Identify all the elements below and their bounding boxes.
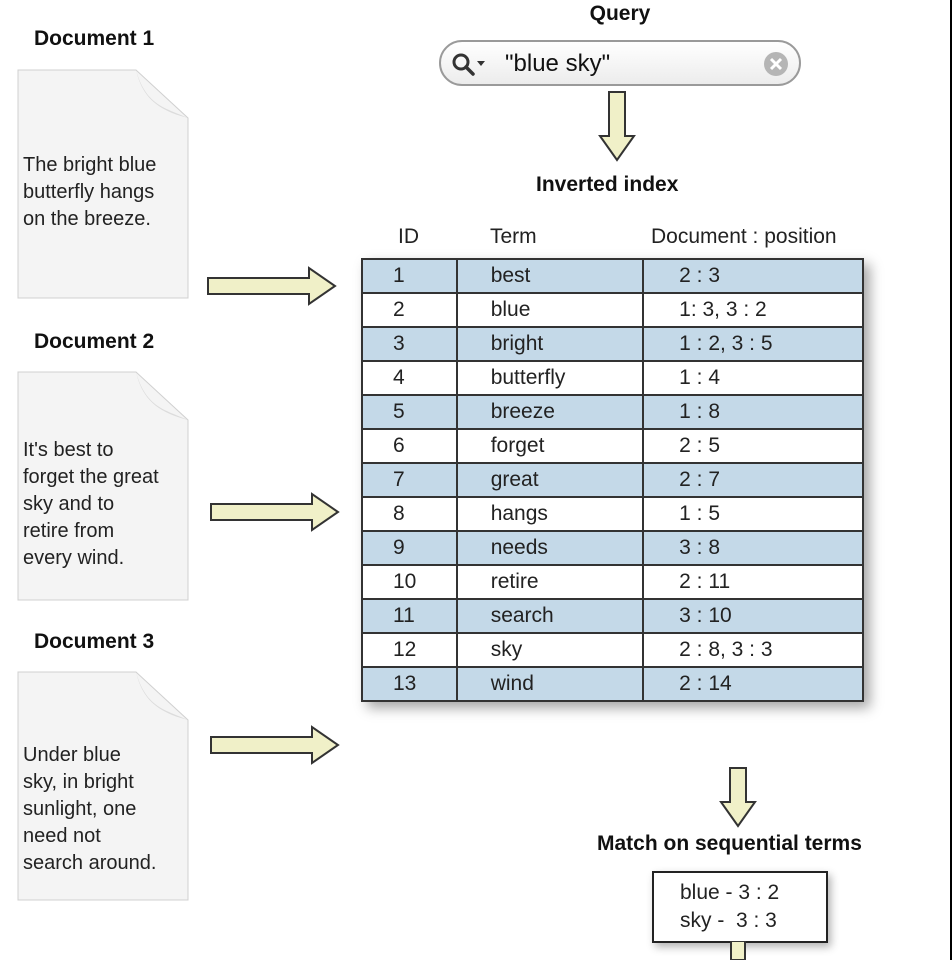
cell-doc-position: 2 : 14 (642, 666, 864, 702)
cell-term: forget (455, 428, 645, 464)
cell-doc-position: 2 : 7 (642, 462, 864, 498)
cell-id: 12 (361, 632, 458, 668)
table-row: 5 breeze 1 : 8 (361, 394, 864, 430)
table-row: 8 hangs 1 : 5 (361, 496, 864, 532)
cell-id: 4 (361, 360, 458, 396)
cell-term: sky (455, 632, 645, 668)
cell-term: retire (455, 564, 645, 600)
cell-term: great (455, 462, 645, 498)
cell-doc-position: 2 : 3 (642, 258, 864, 294)
table-row: 12 sky 2 : 8, 3 : 3 (361, 632, 864, 668)
cell-id: 7 (361, 462, 458, 498)
cell-term: search (455, 598, 645, 634)
match-title: Match on sequential terms (597, 832, 862, 855)
table-row: 3 bright 1 : 2, 3 : 5 (361, 326, 864, 362)
cell-term: best (455, 258, 645, 294)
cell-doc-position: 2 : 5 (642, 428, 864, 464)
table-row: 6 forget 2 : 5 (361, 428, 864, 464)
cell-term: butterfly (455, 360, 645, 396)
cell-doc-position: 1 : 8 (642, 394, 864, 430)
clear-circle-icon[interactable] (763, 51, 789, 82)
table-row: 7 great 2 : 7 (361, 462, 864, 498)
cell-doc-position: 1: 3, 3 : 2 (642, 292, 864, 328)
inverted-index-table: 1 best 2 : 3 2 blue 1: 3, 3 : 2 3 bright… (361, 258, 864, 702)
arrow-doc2-to-index (210, 492, 340, 532)
cell-doc-position: 2 : 8, 3 : 3 (642, 632, 864, 668)
index-title: Inverted index (536, 173, 679, 196)
table-row: 13 wind 2 : 14 (361, 666, 864, 702)
column-header-document-position: Document : position (651, 225, 837, 248)
table-row: 11 search 3 : 10 (361, 598, 864, 634)
match-line-1: blue - 3 : 2 (680, 881, 780, 904)
query-title: Query (589, 2, 651, 25)
table-row: 9 needs 3 : 8 (361, 530, 864, 566)
cell-id: 11 (361, 598, 458, 634)
cell-doc-position: 3 : 10 (642, 598, 864, 634)
cell-id: 10 (361, 564, 458, 600)
document-2-text: It's best to forget the great sky and to… (23, 439, 159, 569)
cell-id: 9 (361, 530, 458, 566)
cell-term: blue (455, 292, 645, 328)
document-3-text: Under blue sky, in bright sunlight, one … (23, 744, 157, 874)
table-row: 2 blue 1: 3, 3 : 2 (361, 292, 864, 328)
search-field[interactable]: "blue sky" (439, 40, 801, 86)
magnifier-dropdown-icon[interactable] (451, 52, 491, 81)
arrow-index-to-match (719, 767, 757, 828)
cell-id: 1 (361, 258, 458, 294)
column-header-id: ID (398, 225, 419, 248)
search-input[interactable]: "blue sky" (505, 50, 611, 77)
cell-id: 2 (361, 292, 458, 328)
cell-term: hangs (455, 496, 645, 532)
cell-term: needs (455, 530, 645, 566)
cell-doc-position: 1 : 4 (642, 360, 864, 396)
cell-term: bright (455, 326, 645, 362)
cell-id: 8 (361, 496, 458, 532)
table-row: 10 retire 2 : 11 (361, 564, 864, 600)
arrow-match-continue (730, 941, 746, 960)
match-line-2: sky - 3 : 3 (680, 909, 777, 932)
cell-id: 6 (361, 428, 458, 464)
arrow-query-to-index (598, 91, 636, 162)
cell-doc-position: 3 : 8 (642, 530, 864, 566)
table-row: 4 butterfly 1 : 4 (361, 360, 864, 396)
cell-term: wind (455, 666, 645, 702)
document-3-title: Document 3 (34, 630, 155, 653)
match-result-box: blue - 3 : 2 sky - 3 : 3 (652, 871, 828, 943)
document-3-icon: Under blue sky, in bright sunlight, one … (16, 668, 191, 908)
document-2-icon: It's best to forget the great sky and to… (16, 368, 191, 608)
cell-doc-position: 1 : 5 (642, 496, 864, 532)
arrow-doc3-to-index (210, 725, 340, 765)
document-1-text: The bright blue butterfly hangs on the b… (23, 154, 157, 230)
cell-id: 5 (361, 394, 458, 430)
column-header-term: Term (490, 225, 537, 248)
arrow-doc1-to-index (207, 266, 337, 306)
table-row: 1 best 2 : 3 (361, 258, 864, 294)
document-1-title: Document 1 (34, 27, 155, 50)
cell-id: 3 (361, 326, 458, 362)
cell-doc-position: 2 : 11 (642, 564, 864, 600)
cell-doc-position: 1 : 2, 3 : 5 (642, 326, 864, 362)
cell-id: 13 (361, 666, 458, 702)
document-2-title: Document 2 (34, 330, 155, 353)
cell-term: breeze (455, 394, 645, 430)
document-1-icon: The bright blue butterfly hangs on the b… (16, 66, 191, 306)
